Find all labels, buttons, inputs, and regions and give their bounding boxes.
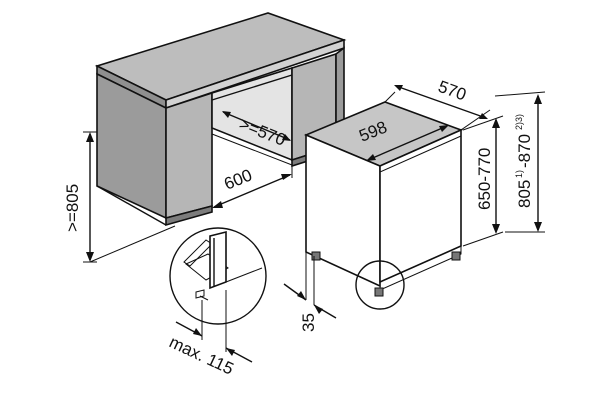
left-unit-front xyxy=(165,91,213,220)
niche-height-dimension: >=805 xyxy=(63,131,176,263)
appliance-plinth xyxy=(379,245,462,291)
appliance-foot-front-left xyxy=(374,287,384,297)
detail-foot xyxy=(195,289,205,299)
detail-door xyxy=(209,230,227,290)
total-height-dimension: 805 1) -870 2)3) xyxy=(494,91,546,233)
total-height-label-sup1: 1) xyxy=(514,170,524,178)
detail-cabinet-edge xyxy=(183,239,213,267)
appliance-height-dimension: 650-770 xyxy=(462,115,504,247)
niche-width-dimension: 600 xyxy=(211,165,293,212)
appliance-height-label: 650-770 xyxy=(475,148,494,210)
detail-marker-circle xyxy=(355,260,405,310)
total-height-label-sup2: 2)3) xyxy=(514,114,524,130)
plinth-offset-dimension: 35 xyxy=(283,283,337,332)
plinth-offset-label: 35 xyxy=(299,313,318,332)
niche-height-label: >=805 xyxy=(63,184,82,232)
appliance-foot-front-right xyxy=(451,251,461,261)
total-height-label-range: -870 xyxy=(515,134,534,168)
detail-plinth xyxy=(185,253,229,281)
appliance-depth-label: 570 xyxy=(436,77,469,105)
dishwasher xyxy=(303,101,464,310)
detail-circle xyxy=(169,227,267,325)
appliance-door-strip xyxy=(379,129,462,173)
total-height-label-main: 805 xyxy=(515,180,534,208)
niche-top-edge xyxy=(211,74,293,101)
door-detail-inset: max. 115 xyxy=(166,227,267,379)
niche-width-label: 600 xyxy=(221,165,254,193)
left-unit-plinth-shadow xyxy=(96,185,167,226)
appliance-foot-rear xyxy=(311,251,321,261)
